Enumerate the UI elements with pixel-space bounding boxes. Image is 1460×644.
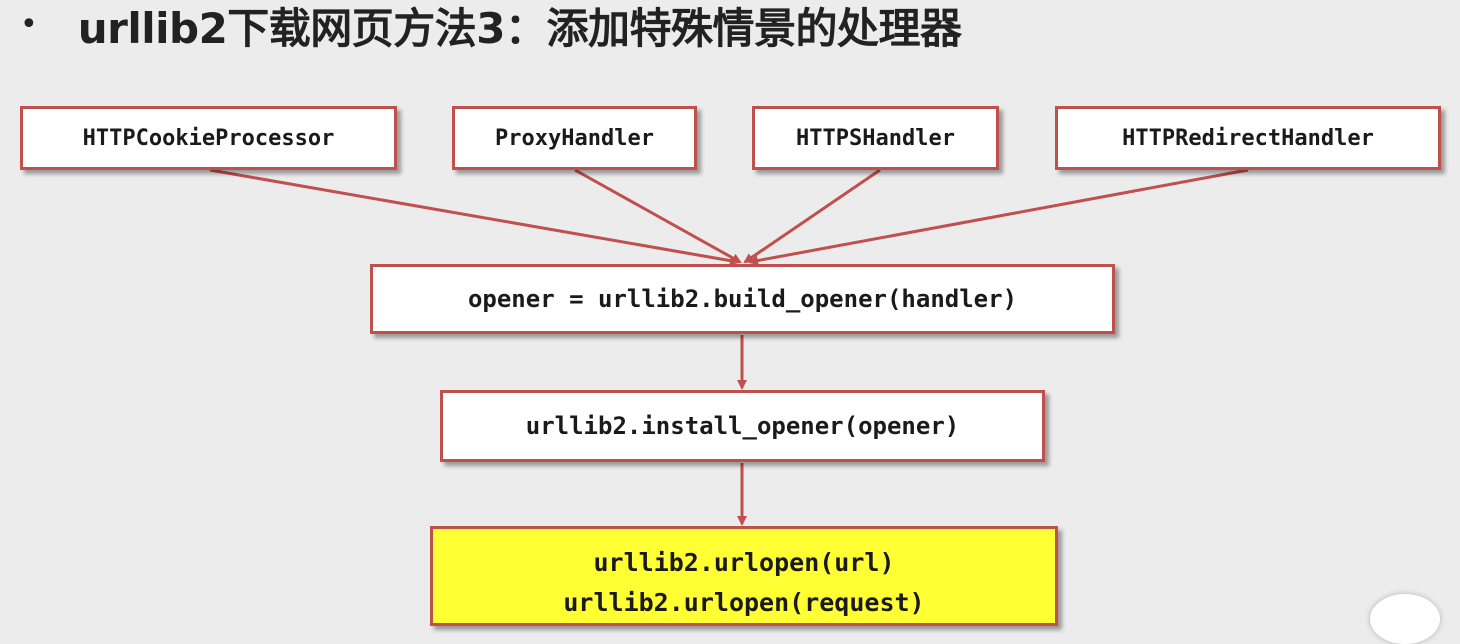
slide-title: • urllib2下载网页方法3：添加特殊情景的处理器 xyxy=(20,0,962,53)
handler-label: HTTPRedirectHandler xyxy=(1122,125,1374,151)
handler-https-handler: HTTPSHandler xyxy=(752,106,999,170)
arrow-https-to-build xyxy=(743,168,881,264)
build-opener-code: opener = urllib2.build_opener(handler) xyxy=(467,285,1018,313)
handler-label: HTTPSHandler xyxy=(796,125,955,151)
handler-http-redirect-handler: HTTPRedirectHandler xyxy=(1055,106,1441,170)
install-opener-step: urllib2.install_opener(opener) xyxy=(440,390,1045,462)
build-opener-step: opener = urllib2.build_opener(handler) xyxy=(370,264,1115,334)
handler-label: ProxyHandler xyxy=(495,125,654,151)
arrow-redirect-to-build xyxy=(748,168,1249,266)
urlopen-step: urllib2.urlopen(url) urllib2.urlopen(req… xyxy=(430,526,1058,626)
arrow-cookie-to-build xyxy=(209,168,740,266)
arrow-proxy-to-build xyxy=(574,168,742,264)
bullet-point: • xyxy=(20,7,38,42)
urlopen-request-code: urllib2.urlopen(request) xyxy=(563,588,925,617)
handler-proxy-handler: ProxyHandler xyxy=(452,106,697,170)
handler-http-cookie-processor: HTTPCookieProcessor xyxy=(20,106,397,170)
connector-arrows xyxy=(209,168,1249,526)
corner-overlay xyxy=(1370,594,1440,644)
urlopen-url-code: urllib2.urlopen(url) xyxy=(593,548,895,577)
install-opener-code: urllib2.install_opener(opener) xyxy=(525,412,960,440)
title-text: urllib2下载网页方法3：添加特殊情景的处理器 xyxy=(77,3,962,53)
handler-label: HTTPCookieProcessor xyxy=(82,125,335,151)
